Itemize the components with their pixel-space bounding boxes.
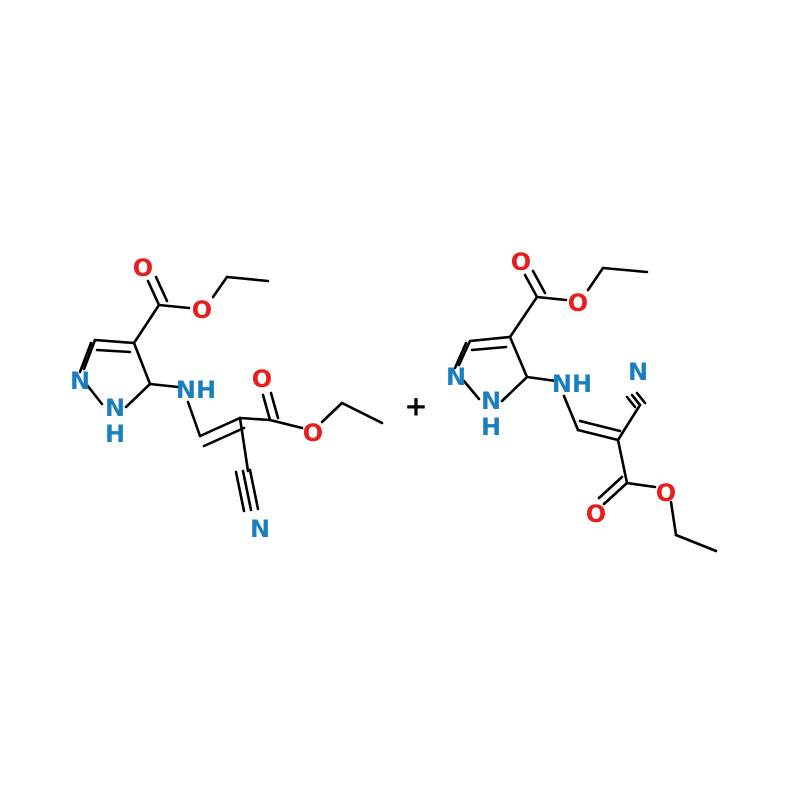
bond: [340, 401, 384, 425]
bond: [500, 375, 529, 403]
ether-oxygen-top: O: [568, 289, 588, 317]
bond: [146, 279, 161, 307]
carbonyl-oxygen-top: O: [511, 248, 531, 276]
bond: [674, 533, 718, 553]
bond: [523, 273, 539, 299]
bond: [597, 475, 624, 500]
nitrile-nitrogen: N: [628, 358, 648, 386]
bond: [576, 428, 620, 442]
bond: [157, 303, 191, 310]
bond: [268, 418, 304, 430]
molecule-2: O O N N H NH N O O: [446, 248, 718, 553]
bond: [669, 500, 678, 537]
bond: [78, 341, 93, 374]
bond: [148, 382, 180, 389]
bond: [531, 269, 547, 295]
bond: [225, 275, 270, 283]
bond: [124, 382, 152, 409]
bond: [154, 275, 169, 303]
bond: [578, 419, 622, 433]
ring-hydrogen: H: [105, 420, 125, 448]
carbonyl-oxygen-right: O: [252, 365, 272, 393]
amine-nh: NH: [552, 370, 592, 398]
ring-nitrogen: N: [70, 367, 90, 395]
ring-nitrogen-h: N: [105, 394, 125, 422]
bond: [625, 395, 637, 409]
bond: [508, 295, 539, 339]
bond: [85, 383, 104, 406]
bond: [616, 403, 642, 442]
bond: [562, 394, 580, 432]
molecule-1: O O N N H NH O O N: [70, 254, 384, 543]
bond: [269, 391, 280, 420]
bond: [525, 375, 558, 383]
bond: [586, 266, 605, 292]
bond: [132, 341, 152, 386]
bond: [616, 438, 629, 485]
plus-operator: +: [404, 390, 427, 423]
ether-oxygen-bottom: O: [656, 479, 676, 507]
bond: [462, 379, 481, 401]
bond: [320, 401, 344, 424]
ether-oxygen-top: O: [192, 296, 212, 324]
bond: [635, 391, 647, 405]
bond: [468, 335, 512, 343]
nitrile-nitrogen: N: [250, 515, 270, 543]
bond: [238, 416, 272, 422]
bond: [202, 426, 246, 448]
ring-hydrogen: H: [481, 413, 501, 441]
bond: [453, 341, 468, 370]
bond: [234, 470, 246, 513]
ring-nitrogen: N: [446, 363, 466, 391]
bond: [261, 393, 272, 422]
carbonyl-oxygen-bottom: O: [586, 500, 606, 528]
bond: [248, 468, 260, 511]
amine-nh: NH: [176, 376, 216, 404]
bond: [82, 338, 97, 371]
bond: [186, 400, 202, 438]
bond: [602, 481, 629, 506]
bond: [630, 393, 642, 407]
bond: [457, 339, 472, 367]
bond: [470, 345, 508, 352]
bond: [198, 416, 242, 438]
bond: [93, 338, 136, 345]
bond: [95, 348, 132, 354]
ether-oxygen-right: O: [303, 419, 323, 447]
carbonyl-oxygen-top: O: [133, 254, 153, 282]
bond: [601, 266, 649, 274]
bond: [238, 416, 250, 473]
bond: [132, 303, 161, 345]
bond: [241, 469, 253, 512]
bond: [508, 335, 529, 379]
bond: [211, 275, 229, 299]
bond: [535, 295, 568, 302]
bond: [625, 481, 657, 489]
ring-nitrogen-h: N: [481, 387, 501, 415]
